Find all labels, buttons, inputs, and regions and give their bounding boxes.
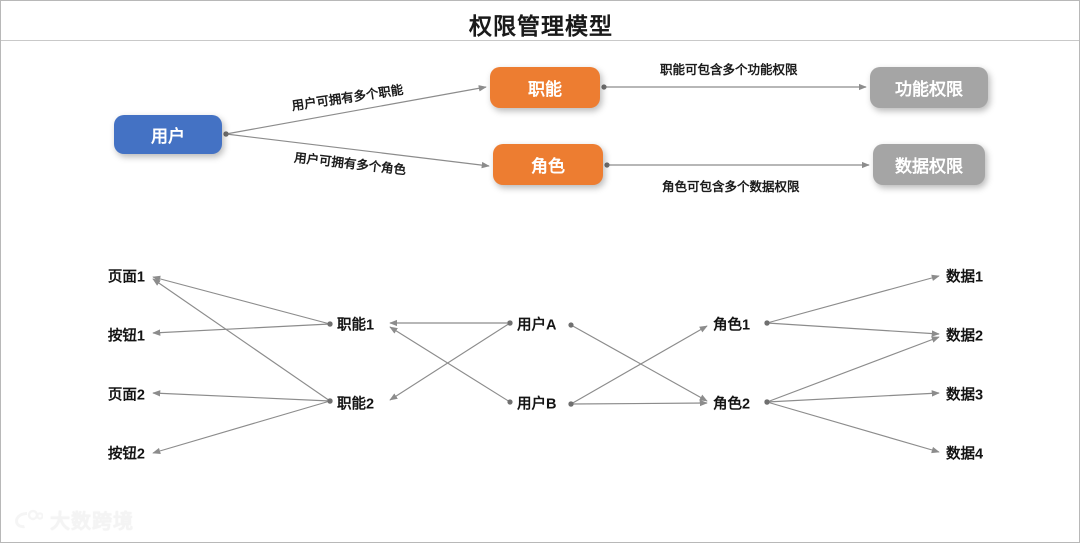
instance-link-anchor <box>507 320 513 326</box>
instance-node-page2[interactable]: 页面2 <box>107 387 145 404</box>
instance-link-anchor <box>507 399 513 405</box>
instance-link-anchor <box>568 322 574 328</box>
instance-link-func1-page1 <box>152 275 331 325</box>
instance-link-anchor <box>764 399 770 405</box>
title-divider <box>1 40 1079 41</box>
instance-link-anchor <box>764 320 770 326</box>
model-node-label: 角色 <box>531 157 565 176</box>
instance-node-btn1[interactable]: 按钮1 <box>107 328 145 345</box>
model-node-role[interactable]: 角色 <box>493 144 603 185</box>
instance-link-anchor <box>327 398 333 404</box>
instance-link-userB-role2 <box>570 399 708 407</box>
instance-link-anchor <box>764 399 770 405</box>
instance-link-anchor <box>327 398 333 404</box>
model-edge-anchor <box>604 162 610 168</box>
instance-link-anchor <box>327 321 333 327</box>
instance-node-data2[interactable]: 数据2 <box>946 328 984 345</box>
instance-link-userA-role2 <box>570 324 708 402</box>
instance-node-role1[interactable]: 角色1 <box>713 317 751 334</box>
instance-node-role2[interactable]: 角色2 <box>713 396 751 413</box>
edge-caption-cap-user-role: 用户可拥有多个角色 <box>293 150 407 178</box>
instance-link-anchor <box>327 398 333 404</box>
page-title: 权限管理模型 <box>469 14 613 39</box>
instance-link-role2-data3 <box>766 390 940 403</box>
model-node-datap[interactable]: 数据权限 <box>873 144 985 185</box>
instance-link-role1-data1 <box>766 274 940 324</box>
instance-link-anchor <box>764 320 770 326</box>
instance-node-data1[interactable]: 数据1 <box>946 269 984 286</box>
model-edge-anchor <box>223 131 229 137</box>
model-edge-anchor <box>601 84 607 90</box>
watermark: 大数跨境 <box>13 505 134 534</box>
watermark-text: 大数跨境 <box>50 511 134 533</box>
instance-link-role2-data2 <box>766 336 940 403</box>
instance-link-func2-page1 <box>152 278 331 402</box>
instance-link-anchor <box>764 399 770 405</box>
model-edge-anchor <box>223 131 229 137</box>
instance-node-userA[interactable]: 用户A <box>517 317 557 334</box>
model-node-label: 职能 <box>528 80 562 99</box>
instance-link-anchor <box>568 401 574 407</box>
instance-link-func2-btn2 <box>152 400 331 455</box>
instance-node-data3[interactable]: 数据3 <box>946 387 984 404</box>
instance-node-btn2[interactable]: 按钮2 <box>107 446 145 463</box>
instance-node-func2[interactable]: 职能2 <box>337 396 375 413</box>
instance-link-func1-btn1 <box>152 323 331 336</box>
model-node-user[interactable]: 用户 <box>114 115 222 154</box>
model-node-label: 数据权限 <box>895 157 963 176</box>
model-node-funcp[interactable]: 功能权限 <box>870 67 988 108</box>
instance-node-userB[interactable]: 用户B <box>517 396 557 413</box>
instance-link-anchor <box>327 321 333 327</box>
edge-caption-cap-func-funcp: 职能可包含多个功能权限 <box>660 63 798 77</box>
instance-link-role1-data2 <box>766 322 940 337</box>
instance-link-userB-func1 <box>389 326 511 403</box>
edge-caption-cap-user-func: 用户可拥有多个职能 <box>290 82 405 114</box>
model-node-label: 功能权限 <box>895 80 963 99</box>
instance-link-func2-page2 <box>152 390 331 402</box>
instance-link-anchor <box>568 401 574 407</box>
instance-node-page1[interactable]: 页面1 <box>107 269 145 286</box>
instance-link-role2-data4 <box>766 401 940 454</box>
model-node-func[interactable]: 职能 <box>490 67 600 108</box>
instance-link-userB-role1 <box>570 325 708 405</box>
instance-link-anchor <box>507 320 513 326</box>
instance-node-func1[interactable]: 职能1 <box>337 317 375 334</box>
brand-logo-icon <box>15 509 43 528</box>
model-node-label: 用户 <box>151 127 185 146</box>
instance-link-userA-func2 <box>389 322 511 401</box>
edge-caption-cap-role-datap: 角色可包含多个数据权限 <box>662 180 800 194</box>
instance-node-data4[interactable]: 数据4 <box>946 446 984 463</box>
